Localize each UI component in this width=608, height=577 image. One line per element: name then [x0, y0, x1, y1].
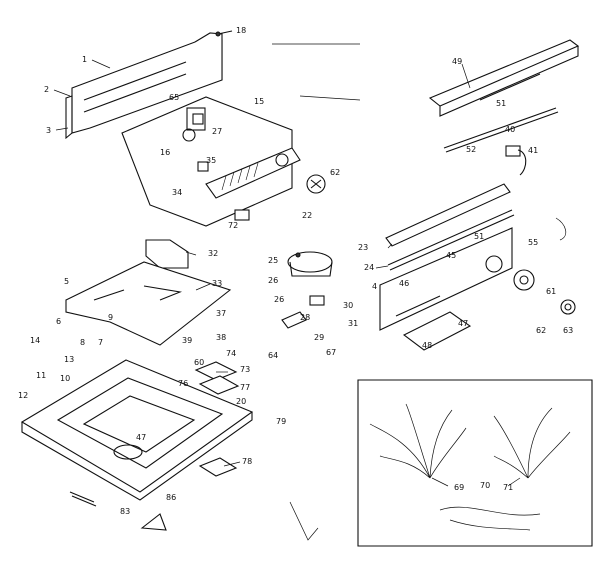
- console-backguard: [65, 32, 223, 140]
- callout-62b: 62: [536, 326, 546, 335]
- callout-27: 27: [212, 127, 222, 136]
- callout-16: 16: [160, 148, 170, 157]
- callout-15: 15: [254, 97, 264, 106]
- callout-26a: 26: [268, 276, 278, 285]
- pulley-61-63: [513, 269, 576, 315]
- callout-1: 1: [82, 55, 87, 64]
- callout-60: 60: [194, 358, 204, 367]
- callout-70: 70: [480, 481, 490, 490]
- callout-29: 29: [314, 333, 324, 342]
- callout-30: 30: [343, 301, 353, 310]
- callout-77: 77: [240, 383, 250, 392]
- callout-23: 23: [358, 243, 368, 252]
- callout-9: 9: [108, 313, 113, 322]
- callout-71: 71: [503, 483, 513, 492]
- callout-7: 7: [98, 338, 103, 347]
- callout-62: 62: [330, 168, 340, 177]
- callout-79: 79: [276, 417, 286, 426]
- callout-32: 32: [208, 249, 218, 258]
- callout-33: 33: [212, 279, 222, 288]
- callout-45: 45: [446, 251, 456, 260]
- callout-5: 5: [64, 277, 69, 286]
- small-parts-83-86: [69, 491, 167, 531]
- callout-69: 69: [454, 483, 464, 492]
- rear-panel: [379, 183, 515, 351]
- callout-67: 67: [326, 348, 336, 357]
- callout-52: 52: [466, 145, 476, 154]
- callout-76: 76: [178, 379, 188, 388]
- wiring-harness-inset: [357, 379, 593, 547]
- callout-22: 22: [302, 211, 312, 220]
- callout-26b: 26: [274, 295, 284, 304]
- callout-47b: 47: [136, 433, 146, 442]
- switch-40-41: [505, 145, 527, 176]
- callout-4: 4: [372, 282, 377, 291]
- callout-78: 78: [242, 457, 252, 466]
- callout-73: 73: [240, 365, 250, 374]
- callout-2: 2: [44, 85, 49, 94]
- callout-14: 14: [30, 336, 40, 345]
- callout-10: 10: [60, 374, 70, 383]
- callout-86: 86: [166, 493, 176, 502]
- callout-51b: 51: [474, 232, 484, 241]
- callout-20: 20: [236, 397, 246, 406]
- callout-8: 8: [80, 338, 85, 347]
- callout-labels: 1 2 3 18 65 15 27 16 35 34 72 62 22 49 5…: [18, 26, 573, 516]
- screw-18: [215, 30, 233, 37]
- callout-48: 48: [422, 341, 432, 350]
- control-panel-assembly: [121, 96, 326, 227]
- callout-41: 41: [528, 146, 538, 155]
- tub-top: [20, 359, 254, 501]
- callout-31: 31: [348, 319, 358, 328]
- callout-35: 35: [206, 156, 216, 165]
- callout-51: 51: [496, 99, 506, 108]
- callout-46: 46: [399, 279, 409, 288]
- rear-rail: [428, 39, 580, 153]
- callout-25: 25: [268, 256, 278, 265]
- callout-61: 61: [546, 287, 556, 296]
- leader-lines: [53, 59, 521, 487]
- callout-12: 12: [18, 391, 28, 400]
- callout-64: 64: [268, 351, 278, 360]
- callout-28: 28: [300, 313, 310, 322]
- callout-24: 24: [364, 263, 374, 272]
- callout-34: 34: [172, 188, 182, 197]
- callout-47: 47: [458, 319, 468, 328]
- callout-40: 40: [505, 125, 515, 134]
- callout-83: 83: [120, 507, 130, 516]
- callout-37: 37: [216, 309, 226, 318]
- callout-11: 11: [36, 371, 46, 380]
- callout-63: 63: [563, 326, 573, 335]
- callout-18: 18: [236, 26, 246, 35]
- callout-49: 49: [452, 57, 462, 66]
- small-parts-73-77: [194, 361, 240, 477]
- water-valve: [287, 251, 333, 277]
- callout-55: 55: [528, 238, 538, 247]
- pointer-lines: [272, 43, 567, 541]
- callout-74: 74: [226, 349, 236, 358]
- callout-72: 72: [228, 221, 238, 230]
- callout-38: 38: [216, 333, 226, 342]
- callout-6: 6: [56, 317, 61, 326]
- callout-39: 39: [182, 336, 192, 345]
- parts-28-30: [281, 295, 325, 329]
- callout-13: 13: [64, 355, 74, 364]
- callout-3: 3: [46, 126, 51, 135]
- base-plate: [65, 239, 232, 346]
- callout-65: 65: [169, 93, 179, 102]
